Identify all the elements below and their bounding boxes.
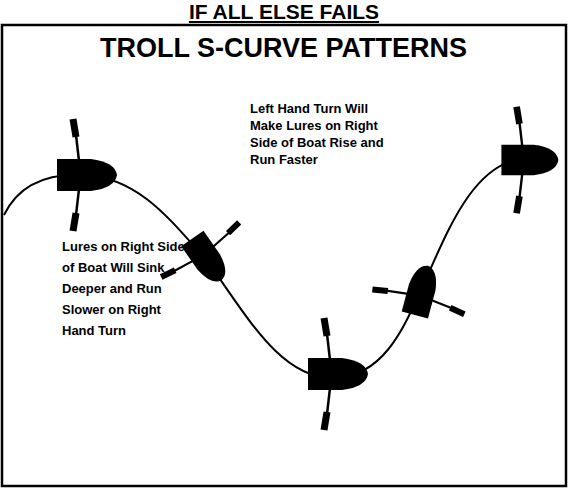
boat-icon bbox=[369, 253, 474, 327]
s-curve-path bbox=[4, 158, 528, 378]
boat-icon bbox=[57, 119, 117, 231]
page-title: IF ALL ELSE FAILS bbox=[84, 0, 484, 23]
turn-note: Lures on Right Side of Boat Will Sink De… bbox=[62, 236, 194, 341]
turn-note: Left Hand Turn Will Make Lures on Right … bbox=[250, 100, 390, 168]
frame-heading: TROLL S-CURVE PATTERNS bbox=[100, 33, 467, 63]
boat-icon bbox=[501, 107, 558, 213]
boat-icon bbox=[153, 211, 260, 307]
boat-icon bbox=[308, 318, 368, 430]
frame-border bbox=[2, 25, 566, 486]
